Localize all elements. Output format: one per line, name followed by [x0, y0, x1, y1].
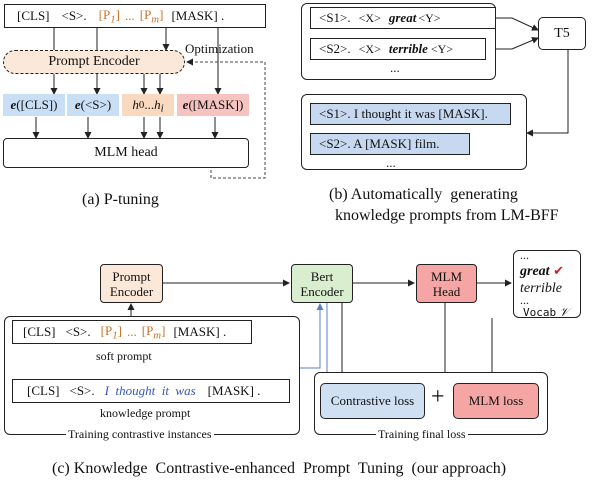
caption-a: (a) P-tuning	[82, 191, 159, 208]
vocab-label: Vocab 𝒱	[523, 305, 570, 319]
template-s1: <S1>. <X> great <Y>	[310, 7, 496, 29]
vocab-dots-top: ...	[520, 248, 529, 262]
mlm-head-c: MLM Head	[416, 264, 477, 303]
final-loss-caption: Training final loss	[376, 427, 468, 442]
template-dots: ...	[390, 60, 400, 75]
vocab-great: great ✔	[520, 264, 564, 279]
panel-a-input-sequence: [CLS] <S>. [P1] ... [Pm] [MASK] .	[4, 4, 266, 28]
embedding-cls: e([CLS])	[3, 94, 65, 116]
prompt-encoder-c: Prompt Encoder	[100, 264, 163, 303]
soft-prompt-label: soft prompt	[96, 349, 152, 363]
prompt-encoder-a: Prompt Encoder	[3, 50, 185, 74]
knowledge-prompt-label: knowledge prompt	[100, 406, 191, 420]
vocab-box	[513, 250, 581, 318]
t5-model: T5	[538, 17, 586, 50]
mlm-head-a: MLM head	[3, 138, 249, 168]
knowledge-prompt-sequence: [CLS] <S>. I thought it was [MASK] .	[12, 379, 290, 403]
caption-c: (c) Knowledge Contrastive-enhanced Promp…	[52, 460, 507, 477]
vocab-terrible: terrible	[520, 281, 562, 296]
template-s2: <S2>. <X> terrible <Y>	[310, 38, 486, 60]
embedding-mask: e([MASK])	[177, 94, 249, 116]
generated-prompt-1: <S1>. I thought it was [MASK].	[310, 103, 511, 125]
caption-b-line2: knowledge prompts from LM-BFF	[335, 207, 559, 224]
optimization-label: Optimization	[185, 41, 254, 56]
soft-prompt-sequence: [CLS] <S>. [P1] ... [Pm] [MASK] .	[12, 320, 252, 344]
generated-prompt-2: <S2>. A [MASK] film.	[310, 133, 470, 155]
token-dots: ...	[124, 8, 135, 23]
token-cls: [CLS]	[17, 8, 50, 23]
t5-label: T5	[554, 25, 570, 41]
contrastive-loss: Contrastive loss	[320, 383, 425, 419]
mlm-loss: MLM loss	[453, 383, 539, 419]
plus-sign: +	[431, 384, 445, 410]
token-pm: [Pm]	[139, 6, 164, 26]
prompt-encoder-a-label: Prompt Encoder	[48, 54, 140, 69]
token-p1: [P1]	[98, 6, 120, 26]
panel-a-arrows	[32, 27, 222, 139]
bert-encoder: Bert Encoder	[291, 264, 353, 303]
instances-caption: Training contrastive instances	[66, 427, 214, 442]
check-icon: ✔	[553, 264, 564, 279]
output-dots: ...	[386, 155, 396, 170]
vocab-dots-bottom: ...	[520, 293, 529, 307]
token-mask: [MASK] .	[171, 8, 225, 23]
mlm-head-a-label: MLM head	[94, 145, 158, 160]
caption-b-line1: (b) Automatically generating	[329, 186, 518, 203]
optimization-path	[186, 58, 266, 179]
token-s: <S>.	[61, 8, 87, 23]
embedding-s: e(<S>)	[67, 94, 119, 116]
